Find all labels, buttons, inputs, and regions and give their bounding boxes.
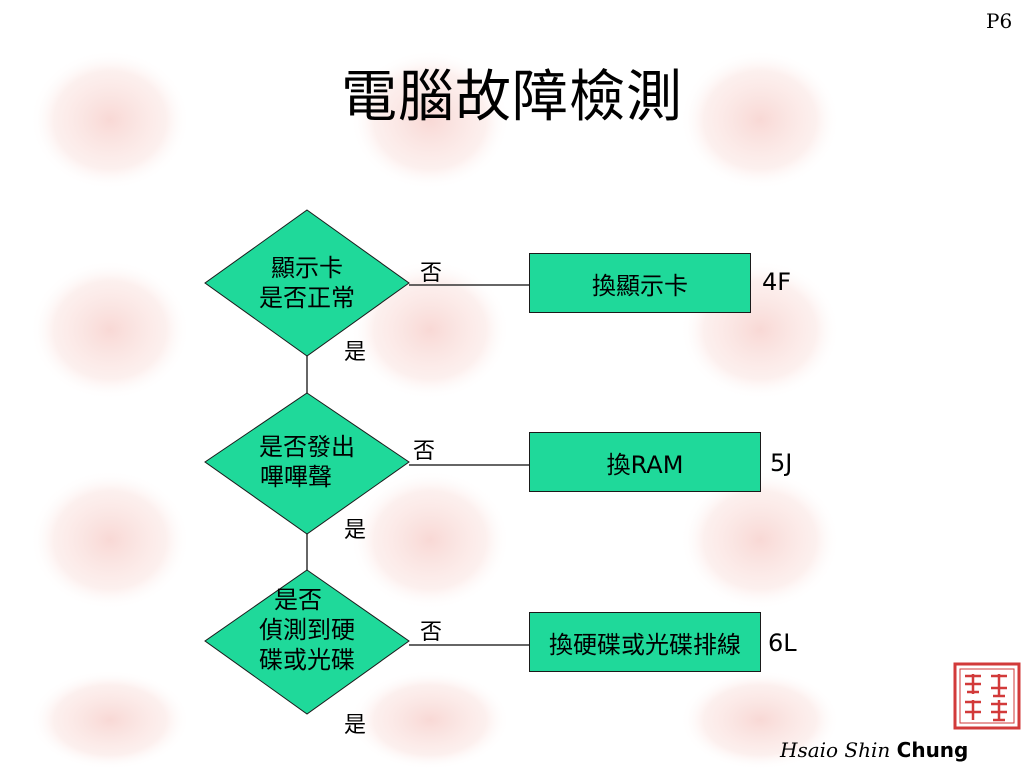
no-label-2: 否 — [413, 439, 436, 464]
decision-2-line-2: 嗶嗶聲 — [260, 463, 332, 491]
yes-label-3: 是 — [344, 713, 367, 738]
seal-stamp — [953, 662, 1021, 730]
no-label-1: 否 — [420, 261, 443, 286]
no-label-3: 否 — [420, 620, 443, 645]
action-3-label: 換硬碟或光碟排線 — [549, 630, 741, 659]
author-first-name: Hsaio Shin — [780, 738, 891, 762]
decision-2-line-1: 是否發出 — [259, 433, 355, 461]
decision-label-3: 是否 偵測到硬 碟或光碟 — [232, 585, 382, 675]
author-signature: Hsaio Shin Chung — [780, 738, 968, 762]
action-2-label: 換RAM — [606, 450, 684, 479]
code-1: 4F — [762, 268, 792, 296]
action-box-1: 換顯示卡 — [529, 253, 751, 313]
decision-3-line-1: 是否 — [274, 586, 322, 614]
action-1-label: 換顯示卡 — [592, 271, 688, 300]
decision-3-line-3: 碟或光碟 — [259, 646, 355, 674]
decision-label-1: 顯示卡 是否正常 — [232, 253, 382, 313]
decision-3-line-2: 偵測到硬 — [259, 616, 355, 644]
decision-1-line-2: 是否正常 — [259, 284, 355, 312]
rose-row-4 — [30, 670, 840, 768]
rose-row-1 — [30, 50, 840, 190]
decision-diamond-1 — [204, 209, 410, 357]
rose-row-3 — [30, 470, 840, 610]
action-box-3: 換硬碟或光碟排線 — [529, 612, 761, 672]
action-box-2: 換RAM — [529, 432, 761, 492]
code-2: 5J — [770, 449, 793, 477]
author-last-name: Chung — [896, 738, 969, 762]
yes-label-1: 是 — [344, 340, 367, 365]
page-number: P6 — [986, 9, 1013, 33]
decision-diamond-3 — [204, 569, 410, 715]
decision-label-2: 是否發出 嗶嗶聲 — [232, 432, 382, 492]
yes-label-2: 是 — [344, 518, 367, 543]
decision-diamond-2 — [204, 392, 410, 535]
page-title: 電腦故障檢測 — [341, 65, 683, 130]
decision-1-line-1: 顯示卡 — [271, 254, 343, 282]
code-3: 6L — [768, 629, 797, 657]
